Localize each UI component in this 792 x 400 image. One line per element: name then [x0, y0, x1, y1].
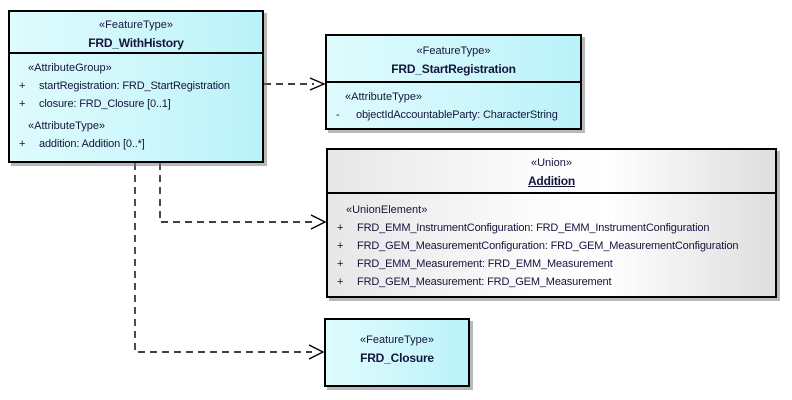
- visibility-prefix: +: [337, 240, 344, 252]
- attribute-text: FRD_EMM_InstrumentConfiguration: FRD_EMM…: [357, 222, 710, 234]
- class-box-frd-startregistration[interactable]: «FeatureType» FRD_StartRegistration «Att…: [325, 34, 582, 130]
- stereotype-label: «FeatureType»: [416, 45, 491, 57]
- class-name: FRD_StartRegistration: [391, 62, 516, 76]
- dependency-arrow-withhistory-to-closure[interactable]: [134, 163, 325, 360]
- attribute-text: FRD_GEM_MeasurementConfiguration: FRD_GE…: [357, 240, 739, 252]
- attribute-row: + FRD_GEM_Measurement: FRD_GEM_Measureme…: [328, 273, 775, 291]
- class-header: «FeatureType» FRD_WithHistory: [10, 12, 262, 54]
- attribute-row: + closure: FRD_Closure [0..1]: [10, 95, 262, 113]
- visibility-prefix: +: [337, 222, 344, 234]
- attributes-compartment: «AttributeType» - objectIdAccountablePar…: [327, 83, 580, 124]
- section-stereotype: «UnionElement»: [346, 204, 428, 216]
- visibility-prefix: +: [337, 258, 344, 270]
- attribute-text: closure: FRD_Closure [0..1]: [39, 98, 171, 110]
- attribute-row: + FRD_EMM_InstrumentConfiguration: FRD_E…: [328, 219, 775, 237]
- stereotype-label: «Union»: [531, 157, 572, 169]
- attribute-row: - objectIdAccountableParty: CharacterStr…: [327, 106, 580, 124]
- class-box-frd-withhistory[interactable]: «FeatureType» FRD_WithHistory «Attribute…: [8, 10, 264, 163]
- visibility-prefix: -: [336, 109, 340, 121]
- class-name: Addition: [527, 174, 576, 188]
- attribute-row: + FRD_GEM_MeasurementConfiguration: FRD_…: [328, 237, 775, 255]
- visibility-prefix: +: [19, 98, 26, 110]
- attribute-text: objectIdAccountableParty: CharacterStrin…: [356, 109, 558, 121]
- section-stereotype: «AttributeGroup»: [28, 62, 112, 74]
- attribute-row: + addition: Addition [0..*]: [10, 135, 262, 153]
- class-header: «FeatureType» FRD_Closure: [326, 320, 468, 385]
- attribute-text: FRD_EMM_Measurement: FRD_EMM_Measurement: [357, 258, 613, 270]
- dependency-arrow-withhistory-to-addition[interactable]: [159, 163, 327, 230]
- attribute-row: + FRD_EMM_Measurement: FRD_EMM_Measureme…: [328, 255, 775, 273]
- class-box-frd-closure[interactable]: «FeatureType» FRD_Closure: [324, 318, 470, 387]
- section-stereotype: «AttributeType»: [345, 91, 423, 103]
- dependency-arrow-withhistory-to-startregistration[interactable]: [264, 77, 326, 91]
- class-name: FRD_WithHistory: [88, 36, 184, 50]
- visibility-prefix: +: [19, 80, 26, 92]
- class-box-addition-union[interactable]: «Union» Addition «UnionElement» + FRD_EM…: [326, 148, 777, 298]
- attribute-row: + startRegistration: FRD_StartRegistrati…: [10, 77, 262, 95]
- section-stereotype: «AttributeType»: [28, 120, 106, 132]
- stereotype-label: «FeatureType»: [99, 19, 173, 31]
- class-header: «FeatureType» FRD_StartRegistration: [327, 36, 580, 83]
- attributes-compartment: «UnionElement» + FRD_EMM_InstrumentConfi…: [328, 194, 775, 291]
- attribute-text: FRD_GEM_Measurement: FRD_GEM_Measurement: [357, 276, 612, 288]
- class-header: «Union» Addition: [328, 150, 775, 194]
- class-name: FRD_Closure: [360, 351, 434, 365]
- attributes-compartment: «AttributeGroup» + startRegistration: FR…: [10, 54, 262, 153]
- stereotype-label: «FeatureType»: [360, 334, 434, 346]
- visibility-prefix: +: [19, 138, 26, 150]
- visibility-prefix: +: [337, 276, 344, 288]
- attribute-text: startRegistration: FRD_StartRegistration: [39, 80, 230, 92]
- attribute-text: addition: Addition [0..*]: [39, 138, 145, 150]
